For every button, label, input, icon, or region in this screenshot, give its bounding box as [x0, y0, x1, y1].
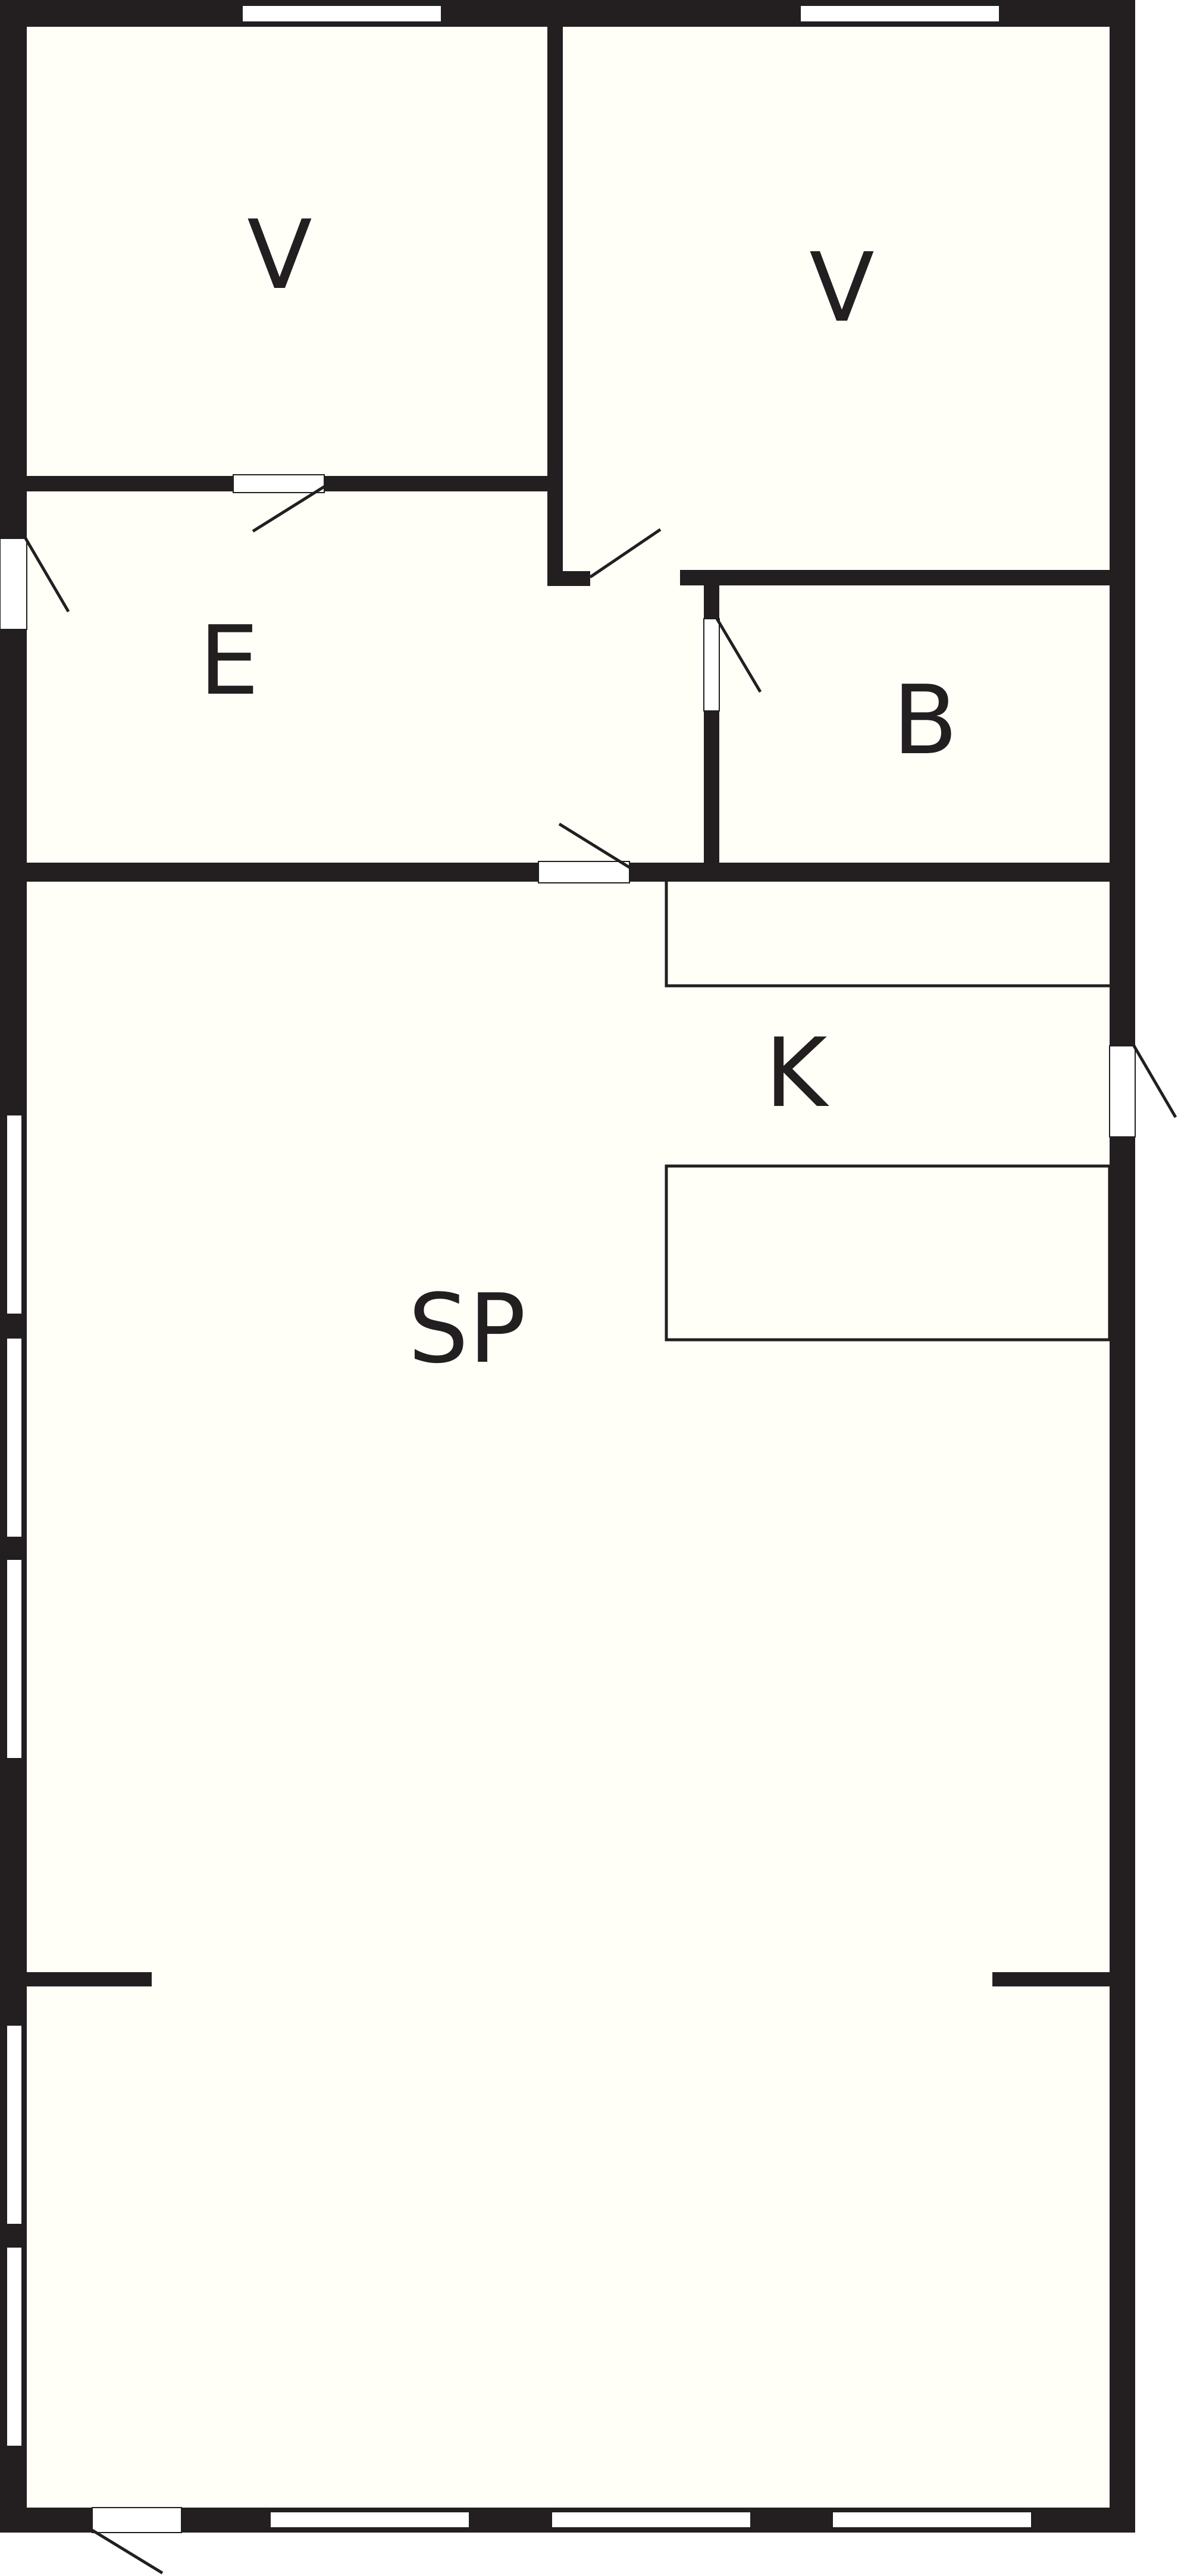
room-label-sp: SP: [408, 1273, 526, 1384]
window-left-4: [7, 2026, 21, 2224]
window-bottom-3: [833, 2512, 1031, 2527]
window-top-left: [243, 6, 441, 21]
room-label-v-left: V: [247, 199, 312, 311]
doors: [0, 474, 1177, 2575]
window-left-1: [7, 1115, 21, 1314]
room-label-v-right: V: [809, 232, 874, 343]
window-left-3: [7, 1560, 21, 1758]
room-label-e: E: [199, 605, 259, 716]
window-top-right: [801, 6, 999, 21]
window-left-2: [7, 1339, 21, 1537]
kitchen-counters: [665, 882, 1111, 1342]
room-label-k: K: [765, 1017, 830, 1129]
room-label-b: B: [892, 665, 958, 776]
window-left-5: [7, 2248, 21, 2446]
window-bottom-2: [552, 2512, 750, 2527]
floor-area: [15, 15, 1133, 2519]
window-bottom-1: [271, 2512, 469, 2527]
windows: [7, 6, 1031, 2527]
